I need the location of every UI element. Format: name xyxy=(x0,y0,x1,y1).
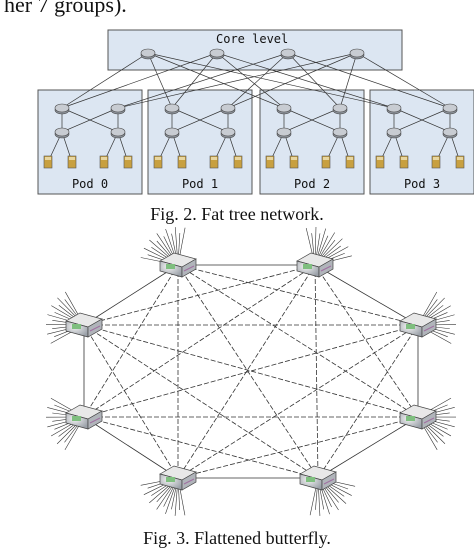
server-icon xyxy=(376,156,384,168)
router-link xyxy=(178,417,418,478)
aggregation-switch-icon xyxy=(55,104,69,114)
server-icon xyxy=(210,156,218,168)
server-icon xyxy=(68,156,76,168)
router-link xyxy=(84,325,178,478)
server-icon xyxy=(266,156,274,168)
router-link xyxy=(318,417,418,478)
core-switch-icon xyxy=(210,49,224,59)
router-link xyxy=(84,265,178,417)
router-link xyxy=(178,265,418,325)
router-link xyxy=(84,417,178,478)
router-link xyxy=(84,417,318,478)
server-icon xyxy=(322,156,330,168)
core-switch-icon xyxy=(350,49,364,59)
router-link xyxy=(84,265,315,417)
router-link xyxy=(178,265,418,417)
core-level-label: Core level xyxy=(216,32,288,46)
router-link xyxy=(318,325,418,478)
aggregation-switch-icon xyxy=(387,104,401,114)
core-switch-icon xyxy=(281,49,295,59)
server-icon xyxy=(290,156,298,168)
pod-label: Pod 3 xyxy=(404,177,440,191)
pod-label: Pod 0 xyxy=(72,177,108,191)
router-link xyxy=(84,265,315,325)
aggregation-switch-icon xyxy=(333,104,347,114)
edge-switch-icon xyxy=(111,128,125,138)
router-link xyxy=(315,265,418,417)
edge-switch-icon xyxy=(443,128,457,138)
pod-label: Pod 1 xyxy=(182,177,218,191)
edge-switch-icon xyxy=(387,128,401,138)
butterfly-router-links xyxy=(84,265,418,478)
server-icon xyxy=(234,156,242,168)
core-switch-icon xyxy=(141,49,155,59)
edge-switch-icon xyxy=(221,128,235,138)
router-link xyxy=(84,265,178,325)
router-link xyxy=(84,325,318,478)
flattened-butterfly-diagram xyxy=(46,227,456,516)
edge-switch-icon xyxy=(165,128,179,138)
server-icon xyxy=(100,156,108,168)
edge-switch-icon xyxy=(333,128,347,138)
butterfly-host-links xyxy=(46,227,456,516)
server-icon xyxy=(154,156,162,168)
aggregation-switch-icon xyxy=(443,104,457,114)
router-link xyxy=(178,325,418,478)
edge-switch-icon xyxy=(55,128,69,138)
fig3-caption: Fig. 3. Flattened butterfly. xyxy=(0,528,474,549)
aggregation-switch-icon xyxy=(277,104,291,114)
fat-tree-diagram: Core level Pod 0 Pod 1 Pod 2 Pod 3 xyxy=(38,30,474,194)
aggregation-switch-icon xyxy=(111,104,125,114)
aggregation-switch-icon xyxy=(165,104,179,114)
butterfly-routers xyxy=(66,253,436,490)
server-icon xyxy=(346,156,354,168)
edge-switch-icon xyxy=(277,128,291,138)
fig2-caption: Fig. 2. Fat tree network. xyxy=(0,204,474,225)
server-icon xyxy=(44,156,52,168)
pod-label: Pod 2 xyxy=(294,177,330,191)
server-icon xyxy=(400,156,408,168)
server-icon xyxy=(178,156,186,168)
router-link xyxy=(315,265,318,478)
server-icon xyxy=(456,156,464,168)
server-icon xyxy=(124,156,132,168)
server-icon xyxy=(432,156,440,168)
aggregation-switch-icon xyxy=(221,104,235,114)
router-link xyxy=(315,265,418,325)
